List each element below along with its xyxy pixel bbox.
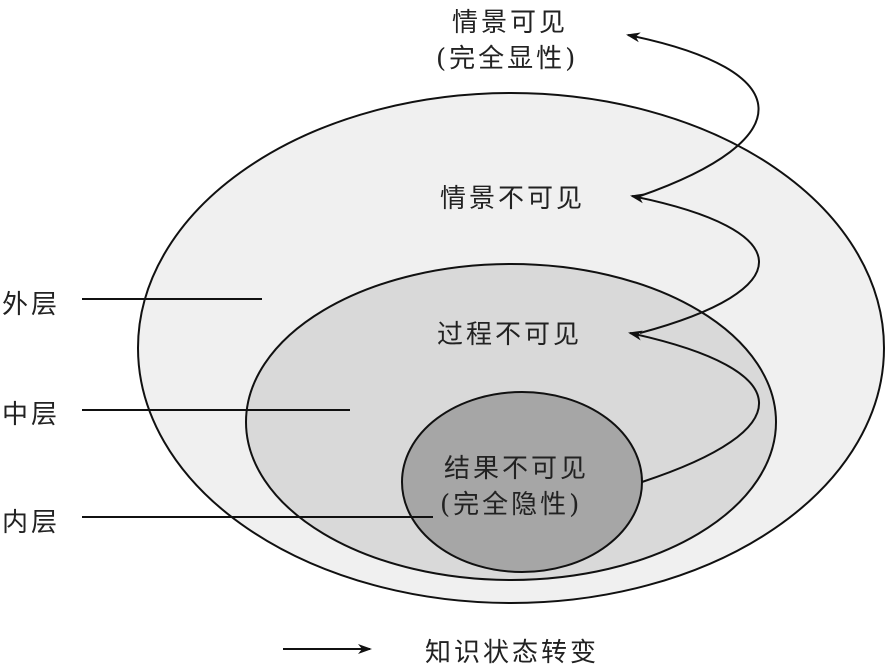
result-invisible-label: 结果不可见 xyxy=(444,454,590,484)
situation-invisible-label: 情景不可见 xyxy=(440,184,586,214)
fully-explicit-label: (完全显性) xyxy=(436,44,579,74)
process-invisible-label: 过程不可见 xyxy=(437,320,583,350)
outer-layer-label: 外层 xyxy=(2,290,61,320)
transition-arrow-1 xyxy=(628,330,760,483)
middle-layer-label: 中层 xyxy=(2,400,61,430)
legend-label: 知识状态转变 xyxy=(425,638,600,668)
situation-visible-label: 情景可见 xyxy=(452,8,569,38)
fully-tacit-label: (完全隐性) xyxy=(440,490,583,520)
inner-layer-label: 内层 xyxy=(2,508,61,538)
transition-arrow-3 xyxy=(626,32,760,197)
transition-arrow-2 xyxy=(630,193,760,334)
